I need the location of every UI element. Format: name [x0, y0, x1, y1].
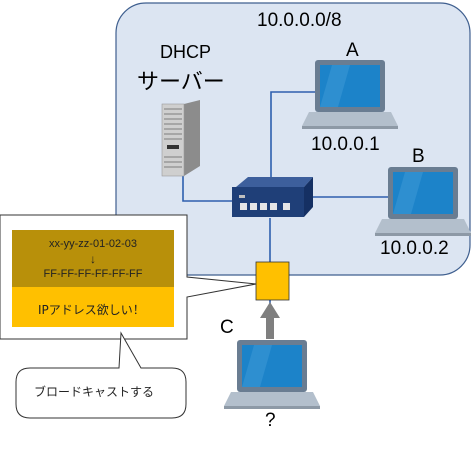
- network-label: 10.0.0.0/8: [257, 10, 342, 31]
- packet-dst-mac: FF-FF-FF-FF-FF-FF: [43, 268, 143, 280]
- server-icon: [161, 100, 200, 177]
- dhcp-subtitle: サーバー: [137, 70, 225, 95]
- host-a-ip: 10.0.0.1: [311, 134, 380, 155]
- host-c-name: C: [220, 317, 234, 338]
- host-b-name: B: [412, 146, 425, 167]
- network-links: [182, 91, 388, 336]
- link-switch-host-a: [270, 91, 315, 185]
- dhcp-title: DHCP: [160, 42, 212, 62]
- callout-text: ブロードキャストする: [34, 385, 155, 399]
- host-b-ip: 10.0.0.2: [380, 238, 449, 259]
- packet-box-icon: [255, 261, 290, 301]
- up-arrow-icon: [260, 302, 280, 339]
- laptop-icon: [224, 340, 320, 409]
- host-c-ip: ?: [265, 410, 276, 431]
- packet-header: [12, 230, 174, 287]
- host-a-name: A: [346, 40, 359, 61]
- packet-body: [12, 287, 174, 327]
- link-server-switch: [182, 176, 232, 202]
- switch-icon: [232, 177, 313, 217]
- speech-bubble: [15, 331, 187, 419]
- packet-arrow: ↓: [90, 252, 96, 266]
- packet-message: IPアドレス欲しい！: [38, 303, 145, 317]
- laptop-icon: [375, 167, 471, 236]
- packet-src-mac: xx-yy-zz-01-02-03: [48, 238, 138, 250]
- laptop-icon: [302, 60, 398, 129]
